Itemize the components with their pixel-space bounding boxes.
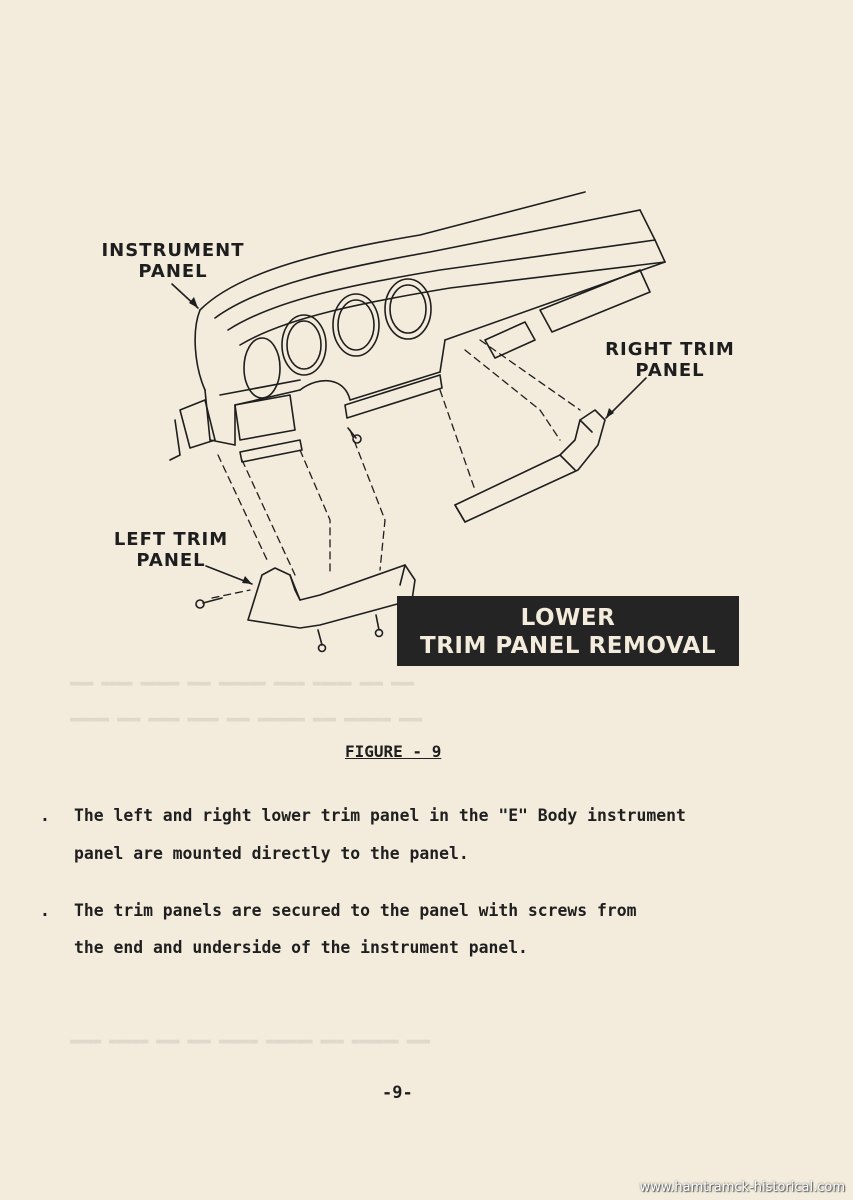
bleed-through-text: ▬▬▬▬▬ ▬▬▬ ▬▬▬▬ ▬▬▬▬ ▬▬▬ ▬▬▬▬▬▬ ▬▬▬ ▬▬▬▬▬…: [70, 712, 423, 727]
banner-line-1: LOWER: [520, 605, 616, 631]
figure-title-banner: LOWER TRIM PANEL REMOVAL: [397, 596, 739, 666]
bullet-marker: .: [40, 806, 50, 825]
label-right-trim-panel: RIGHT TRIM PANEL: [605, 339, 735, 381]
bleed-through-text: ▬▬▬ ▬▬▬▬ ▬▬▬▬▬ ▬▬▬ ▬▬▬▬▬▬ ▬▬▬▬ ▬▬▬▬▬ ▬▬▬…: [70, 676, 415, 691]
page-number: -9-: [382, 1083, 413, 1103]
bullet-line: the end and underside of the instrument …: [74, 938, 528, 957]
label-left-trim-panel: LEFT TRIM PANEL: [113, 529, 229, 571]
bullet-line: The left and right lower trim panel in t…: [74, 806, 686, 825]
bleed-through-text: ▬▬▬▬ ▬▬▬▬▬ ▬▬▬ ▬▬▬ ▬▬▬▬▬ ▬▬▬▬▬▬ ▬▬▬ ▬▬▬▬…: [70, 1034, 431, 1049]
watermark-url: www.hamtramck-historical.com: [639, 1180, 845, 1195]
bullet-marker: .: [40, 901, 50, 920]
figure-caption: FIGURE - 9: [345, 742, 442, 761]
label-instrument-panel: INSTRUMENT PANEL: [101, 240, 245, 282]
banner-line-2: TRIM PANEL REMOVAL: [420, 633, 716, 659]
bullet-line: The trim panels are secured to the panel…: [74, 901, 637, 920]
dashboard-illustration: [169, 191, 666, 653]
bullet-line: panel are mounted directly to the panel.: [74, 844, 469, 863]
